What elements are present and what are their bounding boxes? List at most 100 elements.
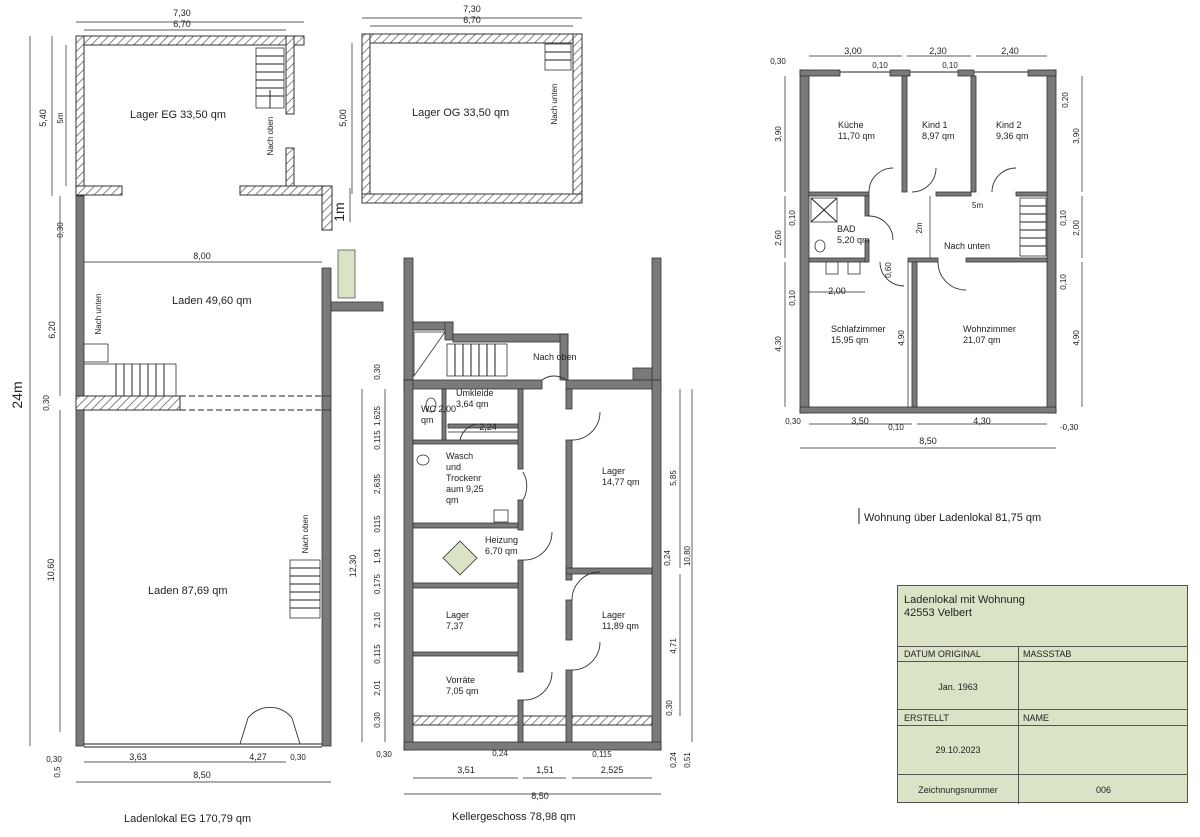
wh-dim-200r: 2,00 xyxy=(1072,220,1081,236)
eg-stair-upper xyxy=(255,47,285,109)
kg-dim-2525: 2,525 xyxy=(601,765,624,775)
toilet xyxy=(425,397,437,413)
wh-dim-490m: 4,90 xyxy=(897,330,906,346)
wh-wohn-area: 21,07 qm xyxy=(963,335,1001,345)
kg-wasch-l5: qm xyxy=(446,495,459,505)
wh-dim-010bm: 0,10 xyxy=(888,423,904,432)
wh-dim-240: 2,40 xyxy=(1001,46,1019,56)
keller-door-3 xyxy=(522,531,553,561)
og-room-lager: Lager OG 33,50 qm xyxy=(412,107,509,119)
eg-room-lager: Lager EG 33,50 qm xyxy=(130,109,226,121)
kg-dim-151: 1,51 xyxy=(536,765,554,775)
kg-dim-1230: 12,30 xyxy=(348,555,358,578)
kg-heizung-area: 6,70 qm xyxy=(485,546,518,556)
eg-stair-shop xyxy=(289,559,321,619)
name-label: NAME xyxy=(1023,713,1050,723)
wh-dim-030bl: 0,30 xyxy=(785,417,801,426)
keller-door-wc xyxy=(459,423,479,441)
wh-dim-020: 0,20 xyxy=(1061,92,1070,108)
kg-dim-030r: 0,30 xyxy=(665,700,674,716)
title-block-divider-1 xyxy=(898,646,1187,647)
wh-door-kind1 xyxy=(911,167,937,193)
kg-dim-051: 0,51 xyxy=(683,752,692,768)
wh-kind1-name: Kind 1 xyxy=(922,120,948,130)
wh-dim-300: 3,00 xyxy=(844,46,862,56)
kg-dim-030top: 0,30 xyxy=(373,364,382,380)
wh-door-kind2 xyxy=(991,167,1017,193)
eg-dim-030a: 0,30 xyxy=(56,222,65,238)
kg-lager3-area: 11,89 qm xyxy=(602,621,639,631)
wh-door-schlaf xyxy=(879,261,905,287)
title-line-2: 42553 Velbert xyxy=(904,607,972,619)
kg-umkleide-area: 3,64 qm xyxy=(456,399,489,409)
kg-dim-0115a: 0,115 xyxy=(373,430,382,450)
wh-dim-m030: -0,30 xyxy=(1060,423,1079,432)
keller-door-6 xyxy=(522,671,553,701)
wh-stair-label: Nach unten xyxy=(944,241,990,251)
wh-dim-430b: 4,30 xyxy=(973,416,991,426)
keller-door-main xyxy=(541,375,567,381)
wh-door-bad xyxy=(868,215,894,241)
chimney xyxy=(337,249,356,299)
wh-dim-2m: 2m xyxy=(915,222,924,233)
eg-stair-lower xyxy=(83,343,177,397)
wh-kueche-area: 11,70 qm xyxy=(838,131,875,141)
kg-dim-585: 5,85 xyxy=(669,470,678,486)
eg-stair-label-up: Nach oben xyxy=(266,117,275,156)
wh-bad-name: BAD xyxy=(837,224,856,234)
eg-dim-800: 8,00 xyxy=(193,251,211,261)
wh-toilet xyxy=(814,239,826,253)
datum-value: Jan. 1963 xyxy=(938,682,978,692)
eg-dim-730: 7,30 xyxy=(173,8,191,18)
wh-wohn-name: Wohnzimmer xyxy=(963,324,1016,334)
kg-wasch-l3: Trockenr xyxy=(446,473,481,483)
basin xyxy=(416,454,430,466)
kg-dim-030bottom: 0,30 xyxy=(373,712,382,728)
eg-room-laden-small: Laden 49,60 qm xyxy=(172,295,252,307)
wh-stair xyxy=(1019,197,1047,257)
wh-dim-350: 3,50 xyxy=(851,416,869,426)
kg-dim-1080: 10,80 xyxy=(683,545,692,566)
kg-caption: Kellergeschoss 78,98 qm xyxy=(452,811,576,823)
wohnung-plan: 0,30 3,00 2,30 2,40 0,10 0,10 0,20 3,90 … xyxy=(770,46,1083,524)
title-block-divider-4 xyxy=(898,725,1187,726)
eg-stair-label-down: Nach unten xyxy=(94,294,103,335)
title-block-heading: Ladenlokal mit Wohnung 42553 Velbert xyxy=(904,594,1025,620)
wh-dim-060: 0,60 xyxy=(884,262,893,278)
eg-dim-1060: 10,60 xyxy=(46,559,56,582)
eg-dim-540: 5,40 xyxy=(38,109,48,127)
kg-dim-471: 4,71 xyxy=(669,638,678,654)
kg-vorraete-name: Vorräte xyxy=(446,675,475,685)
eg-plan: 7,30 6,70 5,40 5m 0,30 6,20 0,30 10,60 0… xyxy=(9,8,384,825)
wh-dim-260: 2,60 xyxy=(774,230,783,246)
wh-schlaf-area: 15,95 qm xyxy=(831,335,869,345)
kg-dim-201: 2,01 xyxy=(373,680,382,696)
keller-door-5 xyxy=(571,641,601,671)
eg-dim-5m: 5m xyxy=(56,112,65,123)
eg-dim-05: 0,5 xyxy=(53,766,62,778)
kg-wc-area: qm xyxy=(421,415,434,425)
eg-dim-24m: 24m xyxy=(9,381,25,408)
zeichnungsnummer-value: 006 xyxy=(1095,785,1112,795)
kg-wasch-l1: Wasch xyxy=(446,451,473,461)
eg-caption: Ladenlokal EG 170,79 qm xyxy=(124,813,251,825)
eg-dim-427: 4,27 xyxy=(249,752,267,762)
datum-label: DATUM ORIGINAL xyxy=(904,649,981,659)
eg-room-laden-large: Laden 87,69 qm xyxy=(148,585,228,597)
wh-dim-010r: 0,10 xyxy=(1059,210,1068,226)
kg-lager2-area: 7,37 xyxy=(446,621,464,631)
wh-dim-850: 8,50 xyxy=(919,436,937,446)
kg-lager1-name: Lager xyxy=(602,466,625,476)
title-block-divider-5 xyxy=(898,774,1187,775)
kg-dim-850: 8,50 xyxy=(531,791,549,801)
eg-dim-030c: 0,30 xyxy=(46,755,62,764)
kg-umkleide-name: Umkleide xyxy=(456,388,494,398)
eg-dim-363: 3,63 xyxy=(129,752,147,762)
wh-kind1-area: 8,97 qm xyxy=(922,131,955,141)
kg-dim-0175: 0,175 xyxy=(373,573,382,594)
keller-door-1 xyxy=(522,471,528,501)
title-block-divider-3 xyxy=(898,709,1187,710)
massstab-label: MASSSTAB xyxy=(1023,649,1072,659)
wh-dim-010ll: 0,10 xyxy=(788,290,797,306)
kg-lager2-name: Lager xyxy=(446,610,469,620)
